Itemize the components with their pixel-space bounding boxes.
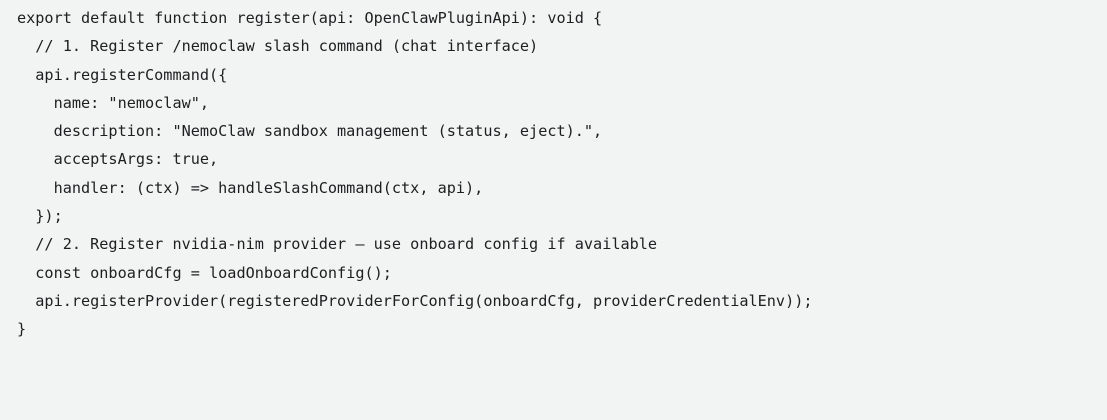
code-line-2: // 1. Register /nemoclaw slash command (…: [17, 37, 539, 56]
code-line-11: api.registerProvider(registeredProviderF…: [17, 291, 813, 310]
code-line-3: api.registerCommand({: [17, 65, 228, 84]
code-line-4: name: "nemoclaw",: [17, 93, 210, 112]
code-line-5: description: "NemoClaw sandbox managemen…: [17, 122, 603, 141]
code-line-7: handler: (ctx) => handleSlashCommand(ctx…: [17, 178, 484, 197]
code-line-12: }: [17, 320, 27, 339]
code-line-6: acceptsArgs: true,: [17, 150, 219, 169]
code-line-8: });: [17, 207, 63, 226]
code-line-1: export default function register(api: Op…: [17, 9, 603, 27]
code-line-9: // 2. Register nvidia-nim provider — use…: [17, 235, 658, 254]
code-line-10: const onboardCfg = loadOnboardConfig();: [17, 263, 392, 282]
